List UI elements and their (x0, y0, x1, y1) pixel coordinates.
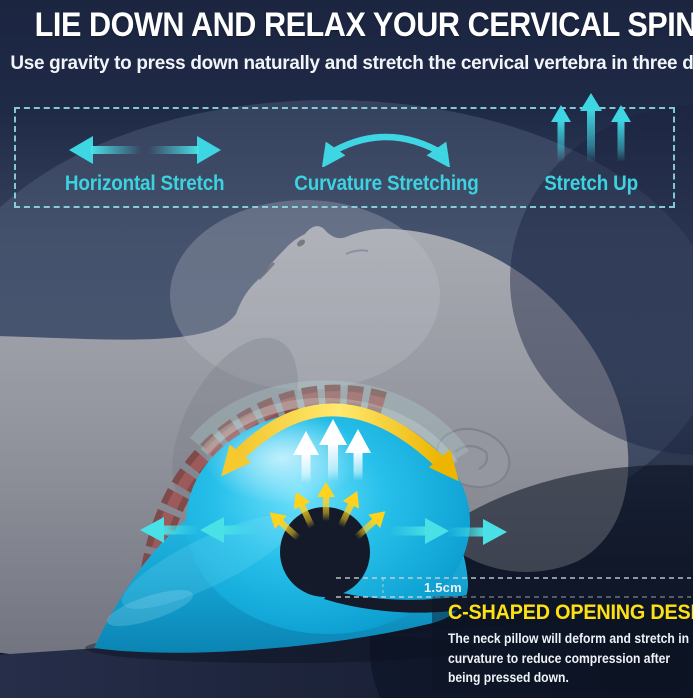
callout-title: C-SHAPED OPENING DESIGN (448, 600, 693, 624)
stretch-directions-panel: Horizontal Stretch Curvature Stretching (14, 93, 675, 208)
eye-line (345, 249, 369, 255)
curvature-stretch-arrow (221, 403, 459, 482)
mouth-line (258, 262, 275, 280)
direction-item-curvature: Curvature Stretching (284, 119, 489, 196)
callout-backing (432, 596, 693, 692)
direction-label: Curvature Stretching (293, 172, 479, 195)
direction-item-up: Stretch Up (539, 93, 643, 196)
stretch-up-arrows (293, 419, 371, 483)
deform-fan-arrows (269, 482, 386, 541)
direction-label: Horizontal Stretch (64, 172, 225, 195)
pillow-ghost-outline (189, 380, 469, 466)
nostril (296, 239, 306, 247)
callout-body: The neck pillow will deform and stretch … (448, 629, 689, 688)
double-horizontal-arrow-icon (67, 119, 223, 167)
callout-body-line: The neck pillow will deform and stretch … (448, 631, 690, 646)
page-title: LIE DOWN AND RELAX YOUR CERVICAL SPINE (34, 6, 693, 44)
measurement-label: 1.5cm (424, 580, 462, 595)
callout-body-line: being pressed down. (448, 670, 569, 685)
direction-label: Stretch Up (544, 172, 638, 195)
page-subtitle: Use gravity to press down naturally and … (10, 52, 693, 74)
c-opening-hole (280, 507, 370, 597)
curved-double-arrow-icon (311, 115, 461, 167)
horizontal-stretch-arrows (140, 517, 507, 545)
c-opening-slit (324, 590, 469, 613)
triple-up-arrow-icon (543, 93, 639, 167)
callout-body-line: curvature to reduce compression after (448, 650, 671, 666)
direction-item-horizontal: Horizontal Stretch (56, 119, 233, 196)
